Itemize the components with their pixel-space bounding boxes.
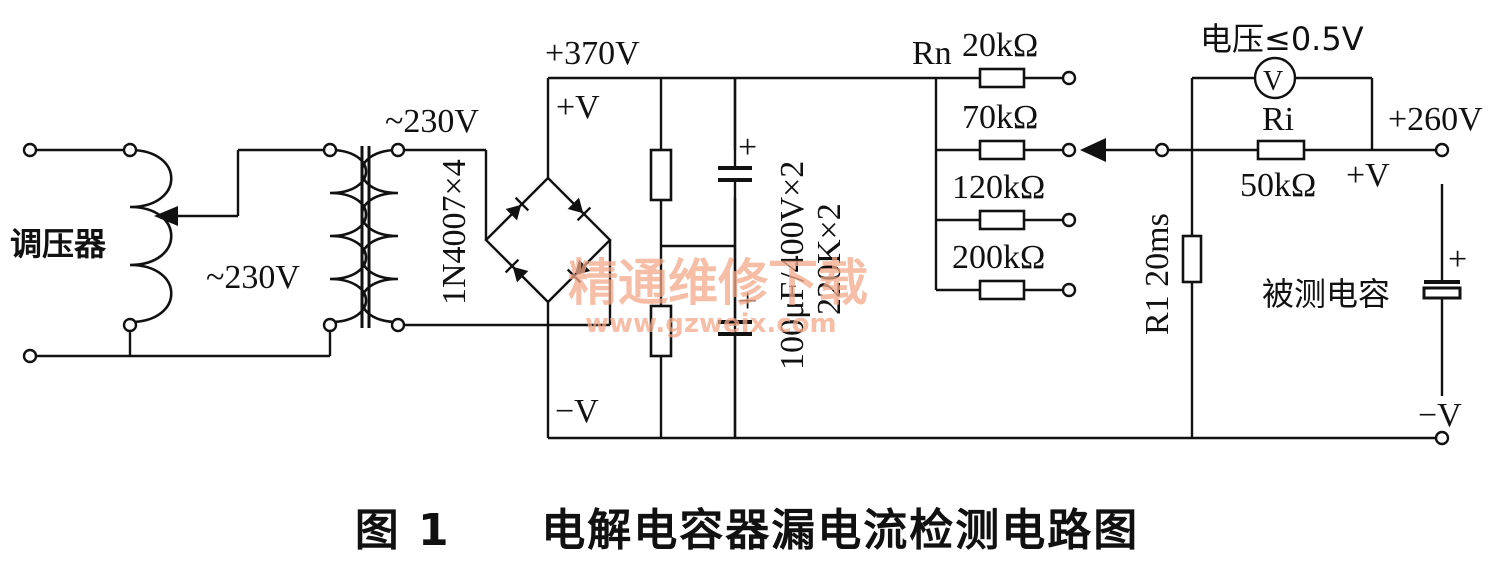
figure-number: 图 1	[354, 505, 451, 556]
resistor-70k	[978, 139, 1026, 161]
r20k-label: 20kΩ	[962, 27, 1038, 64]
dut-label: 被测电容	[1262, 275, 1390, 313]
cap-plus-sign: +	[738, 283, 757, 320]
terminal	[390, 317, 406, 333]
diode-icon	[504, 258, 529, 283]
voltmeter-icon	[1253, 56, 1297, 100]
terminal	[122, 142, 138, 158]
figure-caption: 图 1 电解电容器漏电流检测电路图	[0, 494, 1494, 558]
rn-label: Rn	[912, 35, 952, 72]
r1-label: R1 20ms	[1139, 213, 1176, 335]
minus-v-right-label: −V	[1418, 397, 1462, 434]
r70k-label: 70kΩ	[962, 99, 1038, 136]
resistor-r1	[1181, 234, 1203, 284]
resistor-20k	[978, 67, 1026, 89]
transformer	[322, 142, 406, 333]
watermark-cn: 精通维修下载	[568, 254, 868, 312]
selector-contact[interactable]	[1061, 212, 1077, 228]
diode-icon	[566, 259, 591, 284]
selector-contact[interactable]	[1061, 142, 1077, 158]
wiper-arrow-icon	[154, 206, 178, 226]
r120k-label: 120kΩ	[952, 169, 1045, 206]
regulator-label: 调压器	[10, 225, 107, 263]
output-terminal	[1434, 142, 1450, 158]
measure-network	[1168, 56, 1462, 446]
bleeder-resistor	[649, 304, 673, 358]
terminal	[322, 317, 338, 333]
filter-network: + +	[649, 78, 757, 438]
terminal	[322, 142, 338, 158]
resistor-200k	[978, 279, 1026, 301]
r200k-label: 200kΩ	[952, 239, 1045, 276]
selector-arrow-icon	[1080, 138, 1106, 162]
bleeder-resistor	[649, 148, 673, 202]
terminal	[22, 142, 38, 158]
plus-v-right-label: +V	[1346, 157, 1390, 194]
resistor-label: 220K×2	[811, 203, 848, 315]
capacitor-label: 100μF/400V×2	[774, 161, 811, 370]
cap-plus-sign: +	[738, 129, 757, 166]
figure-title: 电解电容器漏电流检测电路图	[541, 505, 1140, 556]
ac-label-primary: ~230V	[385, 103, 479, 140]
minus-v-label: −V	[555, 393, 599, 430]
variac	[22, 142, 332, 364]
diode-icon	[567, 197, 592, 222]
output-voltage-label: +260V	[1388, 101, 1483, 138]
ri-label: Ri	[1262, 101, 1294, 138]
dut-plus-sign: +	[1448, 241, 1467, 278]
resistor-120k	[978, 209, 1026, 231]
resistor-ri	[1256, 139, 1306, 161]
terminal	[390, 142, 406, 158]
selector-contact[interactable]	[1061, 70, 1077, 86]
ac-label-secondary: ~230V	[206, 259, 300, 296]
supply-voltage-label: +370V	[545, 35, 640, 72]
rn-selector	[934, 67, 1170, 301]
terminal	[122, 317, 138, 333]
ri-value-label: 50kΩ	[1240, 167, 1316, 204]
diode-icon	[505, 196, 530, 221]
plus-v-label: +V	[556, 89, 600, 126]
terminal	[1154, 142, 1170, 158]
selector-contact[interactable]	[1061, 282, 1077, 298]
output-terminal	[1434, 430, 1450, 446]
watermark-url: www.gzweix.com	[585, 309, 837, 339]
terminal	[22, 348, 38, 364]
voltage-note-label: 电压≤0.5V	[1200, 20, 1364, 58]
voltmeter-symbol: V	[1263, 66, 1283, 97]
diode-label: 1N4007×4	[436, 159, 473, 305]
